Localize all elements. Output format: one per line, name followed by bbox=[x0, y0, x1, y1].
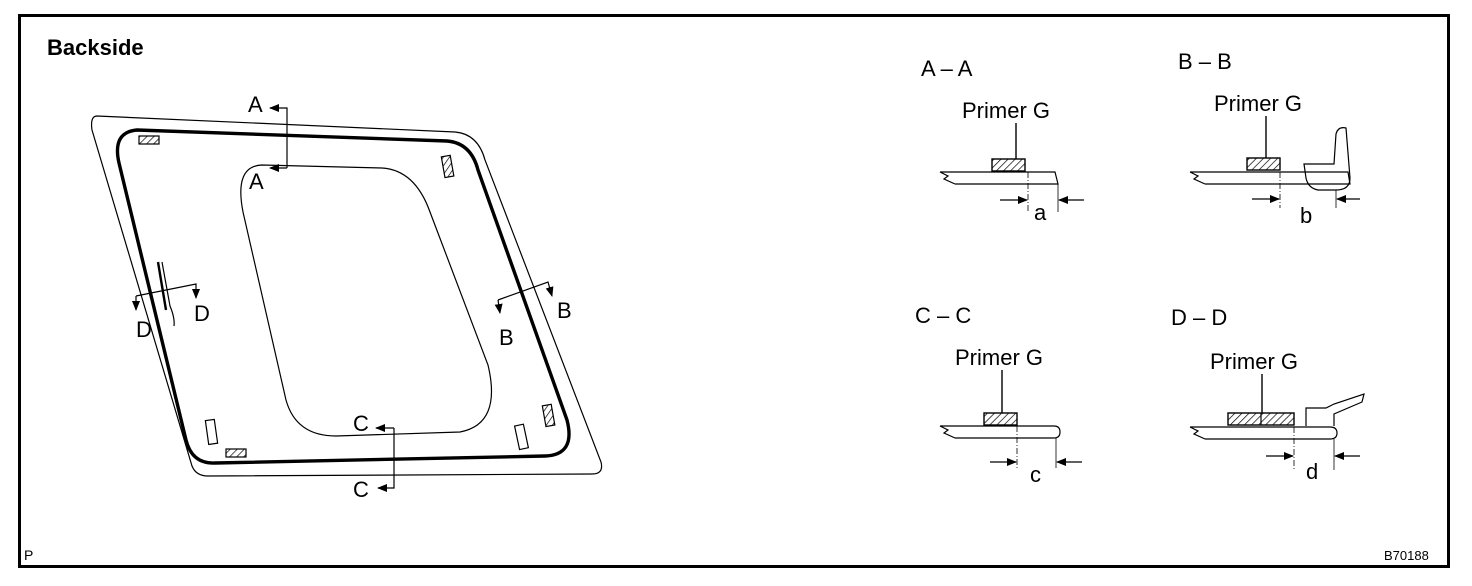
section-bb-glass bbox=[1189, 171, 1351, 185]
spacer-top-left bbox=[138, 135, 160, 145]
section-marker-c bbox=[375, 424, 395, 492]
glass-outline bbox=[90, 115, 603, 477]
section-cc: C – C Primer G c bbox=[915, 303, 1082, 487]
window-view bbox=[90, 115, 603, 477]
figure-frame bbox=[18, 14, 1450, 568]
marker-d-left: D bbox=[136, 317, 152, 342]
section-aa: A – A Primer G a bbox=[921, 56, 1084, 225]
marker-a-bottom: A bbox=[249, 169, 264, 194]
section-dd-dim-label: d bbox=[1306, 459, 1318, 484]
spacer-blocks bbox=[138, 135, 556, 458]
section-bb: B – B Primer G b bbox=[1178, 49, 1360, 228]
section-cc-glass bbox=[939, 425, 1061, 439]
section-dd: D – D Primer G d bbox=[1171, 305, 1365, 484]
section-cc-dim-label: c bbox=[1030, 462, 1041, 487]
section-bb-molding bbox=[1303, 127, 1351, 191]
molding-strip bbox=[156, 261, 168, 311]
section-aa-title: A – A bbox=[921, 56, 973, 81]
section-bb-primer bbox=[1246, 157, 1281, 171]
marker-c-top: C bbox=[353, 411, 369, 436]
spacer-bottom-left bbox=[225, 448, 247, 458]
inner-opening bbox=[240, 164, 492, 437]
marker-b-left: B bbox=[499, 325, 514, 350]
footer-left-mark: P bbox=[24, 547, 33, 563]
section-marker-a bbox=[269, 104, 288, 172]
section-dd-primer-label: Primer G bbox=[1210, 349, 1298, 374]
marker-b-right: B bbox=[557, 298, 572, 323]
marker-d-right: D bbox=[194, 301, 210, 326]
clip-left bbox=[204, 418, 219, 446]
marker-a-top: A bbox=[248, 92, 263, 117]
figure-id: B70188 bbox=[1384, 548, 1429, 563]
section-marker-b bbox=[494, 281, 554, 314]
section-bb-primer-label: Primer G bbox=[1214, 91, 1302, 116]
section-cc-primer-label: Primer G bbox=[955, 345, 1043, 370]
molding-strip-edge bbox=[161, 261, 175, 327]
section-cc-title: C – C bbox=[915, 303, 971, 328]
section-dd-molding bbox=[1305, 393, 1365, 426]
diagram-title: Backside bbox=[47, 35, 144, 60]
spacer-top-right bbox=[440, 154, 455, 179]
section-dd-glass bbox=[1189, 426, 1338, 440]
section-aa-primer bbox=[991, 158, 1026, 172]
section-aa-dim-label: a bbox=[1034, 200, 1047, 225]
marker-c-bottom: C bbox=[353, 477, 369, 502]
section-aa-primer-label: Primer G bbox=[962, 98, 1050, 123]
section-cc-primer bbox=[983, 412, 1018, 426]
section-marker-d bbox=[132, 283, 200, 311]
section-aa-glass bbox=[939, 171, 1059, 185]
section-dd-title: D – D bbox=[1171, 305, 1227, 330]
clip-right bbox=[513, 423, 530, 451]
adhesive-bead bbox=[115, 128, 571, 465]
spacer-right bbox=[541, 403, 556, 428]
section-bb-dim-label: b bbox=[1300, 203, 1312, 228]
section-bb-title: B – B bbox=[1178, 49, 1232, 74]
